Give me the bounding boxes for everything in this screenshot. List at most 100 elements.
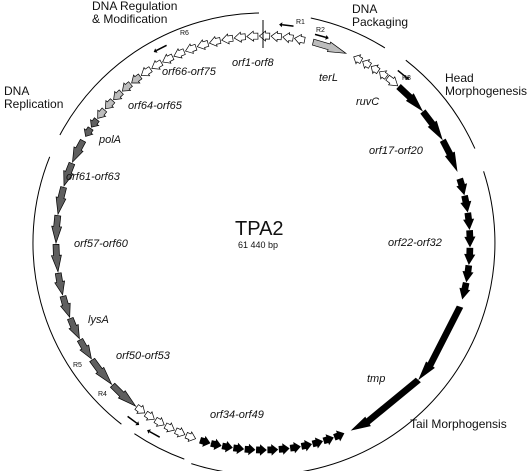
module-label-head-morphogenesis: Head Morphogenesis <box>445 71 528 99</box>
gene-arrow-tmp <box>418 305 464 381</box>
gene-arrow-orf61-orf63 <box>55 186 67 216</box>
gene-arrow-orf22-orf32 <box>462 264 474 283</box>
gene-label-orf1-orf8: orf1-orf8 <box>232 57 274 69</box>
gene-arrow-orf64-orf65 <box>90 117 100 128</box>
gene-arrow-orf22-orf32 <box>459 281 471 300</box>
gene-arrow-orf34-orf49 <box>221 441 233 453</box>
gene-arrow-pola <box>72 138 87 164</box>
gene-label-pola: polA <box>99 134 122 146</box>
gene-arrow-lysa <box>89 357 113 386</box>
module-arc-bottom-left <box>134 433 185 460</box>
gene-arrow-orf66-orf75-gray <box>113 89 124 101</box>
primer-label-r3: R3 <box>402 75 411 82</box>
primer-mark-r3 <box>397 69 408 79</box>
gene-label-orf34-orf49: orf34-orf49 <box>210 409 264 421</box>
module-arc-dna-replication <box>32 156 122 425</box>
gene-arrow-orf50-orf53 <box>184 431 197 442</box>
primer-mark-r5-head <box>135 421 140 426</box>
primer-mark-r1-head <box>279 22 283 28</box>
gene-arrow-orf50-orf53 <box>143 410 155 421</box>
gene-label-tmp: tmp <box>367 373 386 385</box>
gene-arrow-orf17-orf20 <box>420 109 443 141</box>
gene-arrow-orf34-orf49 <box>311 437 324 449</box>
gene-arrow-orf50-orf53 <box>174 426 186 438</box>
gene-arrow-orf66-orf75 <box>208 35 222 47</box>
gene-arrow-orf66-orf75 <box>221 33 234 45</box>
module-label-dna-packaging: DNA Packaging <box>352 2 409 30</box>
gene-arrow-orf66-orf75-gray <box>121 81 133 92</box>
gene-arrow-orf66-orf75 <box>151 59 164 70</box>
gene-arrow-orf66-orf75-gray <box>131 73 143 84</box>
gene-arrow-white <box>353 54 364 65</box>
genome-size: 61 440 bp <box>238 240 279 250</box>
gene-arrow-orf34-orf49 <box>322 434 334 446</box>
primer-mark-r4 <box>149 430 161 438</box>
gene-arrow-orf66-orf75 <box>246 30 259 42</box>
gene-arrow-orf50-orf53 <box>163 422 175 433</box>
gene-arrow-orf17-orf20 <box>439 138 458 173</box>
gene-arrow-orf1-orf8 <box>293 33 306 46</box>
module-arc-dna-regulation <box>59 12 260 136</box>
primer-mark-r1 <box>282 24 294 27</box>
gene-arrow-orf34-orf49 <box>199 435 211 447</box>
module-arc-dna-packaging <box>310 17 386 49</box>
gene-arrow-orf34-orf49 <box>333 430 345 442</box>
gene-arrow-orf61-orf63 <box>51 214 63 245</box>
module-label-dna-replication: DNA Replication <box>4 84 64 112</box>
gene-arrow-orf66-orf75-gray <box>105 98 116 110</box>
gene-arrow-terl <box>311 38 348 54</box>
gene-arrow-orf22-orf32 <box>463 212 475 230</box>
gene-arrow-orf22-orf32 <box>464 230 476 248</box>
gene-arrow-white <box>362 59 372 70</box>
primer-mark-r6-head <box>153 48 158 53</box>
module-arc-head-morphogenesis <box>405 59 476 149</box>
gene-arrow-orf34-orf49 <box>232 442 245 455</box>
gene-arrow-orf34-orf49 <box>289 442 301 454</box>
module-arc-tail-morphogenesis <box>191 171 496 471</box>
gene-label-orf50-orf53: orf50-orf53 <box>116 350 170 362</box>
gene-label-orf57-orf60: orf57-orf60 <box>74 238 128 250</box>
primer-mark-r2-head <box>325 35 329 40</box>
gene-arrow-orf17-orf20 <box>396 83 424 112</box>
primer-label-r1: R1 <box>296 19 305 26</box>
gene-arrow-orf50-orf53 <box>134 404 146 414</box>
gene-arrow-orf66-orf75 <box>140 66 153 77</box>
gene-arrow-orf57-orf60 <box>76 338 92 360</box>
primer-label-r4: R4 <box>98 391 107 398</box>
gene-arrow-orf66-orf75 <box>196 39 210 51</box>
gene-label-lysa: lysA <box>88 314 109 326</box>
primer-mark-r4-head <box>147 429 151 434</box>
gene-arrow-orf34-orf49 <box>210 438 222 450</box>
gene-arrow-orf22-orf32 <box>456 177 468 196</box>
gene-arrow-orf66-orf75 <box>173 48 186 59</box>
gene-arrow-orf22-orf32 <box>460 194 472 213</box>
module-label-dna-regulation: DNA Regulation & Modification <box>92 0 178 27</box>
primer-label-r2: R2 <box>316 27 325 34</box>
gene-arrow-ruvc <box>385 74 399 87</box>
gene-arrow-orf66-orf75 <box>162 53 175 64</box>
gene-label-orf64-orf65: orf64-orf65 <box>128 100 182 112</box>
gene-label-orf17-orf20: orf17-orf20 <box>369 145 423 157</box>
gene-arrow-orf34-orf49 <box>244 443 256 456</box>
genome-name: TPA2 <box>235 218 284 240</box>
gene-arrow-orf57-orf60 <box>54 272 66 296</box>
gene-arrow-orf1-orf8 <box>270 30 283 43</box>
gene-arrow-orf34-orf49 <box>300 440 313 452</box>
primer-label-r6: R6 <box>180 30 189 37</box>
gene-arrow-lysa <box>109 382 137 407</box>
gene-label-terl: terL <box>319 72 338 84</box>
gene-arrow-orf1-orf8 <box>258 30 271 42</box>
primer-mark-r5 <box>127 415 138 424</box>
gene-arrow-white <box>370 64 381 75</box>
primer-mark-r2 <box>314 33 327 39</box>
gene-arrow-orf34-orf49 <box>267 444 279 456</box>
gene-arrow-orf57-orf60 <box>67 316 80 340</box>
gene-label-orf22-orf32: orf22-orf32 <box>388 237 442 249</box>
primer-marks <box>127 22 409 438</box>
gene-track <box>50 30 476 456</box>
gene-label-orf61-orf63: orf61-orf63 <box>66 171 120 183</box>
gene-arrow-orf64-orf65 <box>83 126 94 137</box>
gene-arrow-orf57-orf60 <box>59 295 71 319</box>
